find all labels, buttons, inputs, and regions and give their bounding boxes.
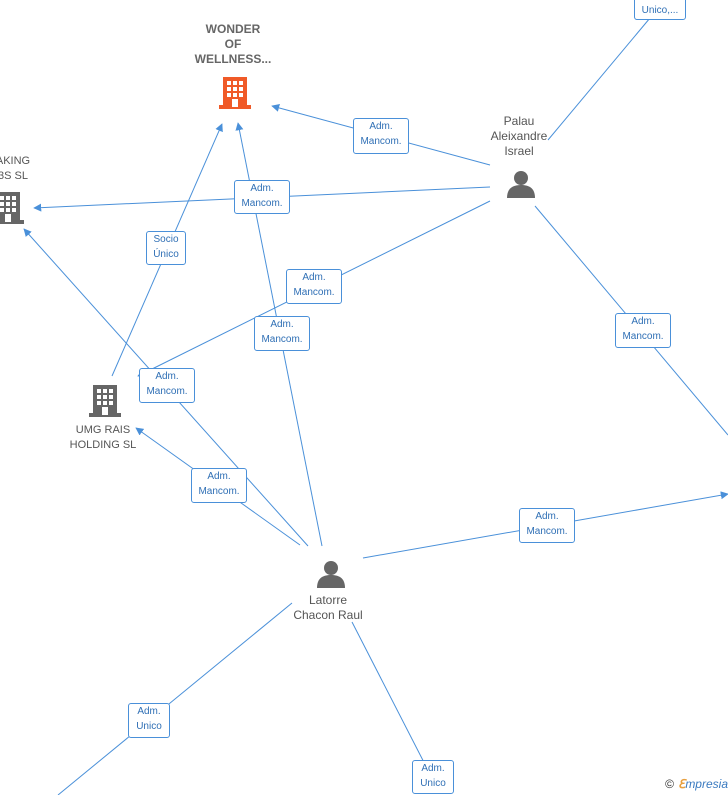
edge-label-line: Adm. xyxy=(631,316,655,327)
node-label-wonder[interactable]: WONDER OF WELLNESS... xyxy=(183,22,283,67)
person-icon-latorre[interactable] xyxy=(316,560,346,588)
node-line: UMG RAIS xyxy=(75,424,131,436)
edge-label-line: Adm. xyxy=(155,371,179,382)
edge-label-palau-baking[interactable]: Adm. Mancom. xyxy=(234,180,290,214)
edge-label-line: Adm. xyxy=(250,183,274,194)
edge-label-line: Adm. xyxy=(207,471,231,482)
edge-label-line: Unico xyxy=(420,778,446,789)
node-line: Latorre xyxy=(308,593,348,607)
edge-label-line: Único xyxy=(153,249,179,260)
node-line: Aleixandre xyxy=(490,129,548,143)
edge-label-palau-umg[interactable]: Adm. Mancom. xyxy=(286,269,342,304)
edge-label-line: Unico xyxy=(136,721,162,732)
edge-label-palau-right[interactable]: Adm. Mancom. xyxy=(615,313,671,348)
company-building-icon-umg[interactable] xyxy=(89,383,121,417)
edge-label-line: Mancom. xyxy=(622,331,664,342)
node-label-baking[interactable]: AKING 3S SL xyxy=(0,154,36,184)
company-building-icon-baking[interactable] xyxy=(0,190,24,224)
edge-label-line: Mancom. xyxy=(293,287,335,298)
node-line: AKING xyxy=(0,155,31,167)
edge-label-line: Mancom. xyxy=(241,198,283,209)
edge-label-line: Mancom. xyxy=(198,486,240,497)
edge-label-line: Mancom. xyxy=(526,526,568,537)
edge-label-line: Socio xyxy=(153,234,179,245)
edge-label-latorre-baking[interactable]: Adm. Mancom. xyxy=(139,368,195,403)
edge-label-line: Mancom. xyxy=(146,386,188,397)
node-line: Palau xyxy=(503,114,535,128)
node-label-palau[interactable]: Palau Aleixandre Israel xyxy=(469,114,569,159)
edge-latorre-bottomleft xyxy=(57,602,293,795)
edge-label-umg-wonder[interactable]: Socio Único xyxy=(146,231,186,265)
node-line: Chacon Raul xyxy=(293,608,363,622)
node-label-latorre[interactable]: Latorre Chacon Raul xyxy=(278,593,378,623)
edge-label-line: Adm. xyxy=(421,763,445,774)
edge-label-latorre-right[interactable]: Adm. Mancom. xyxy=(519,508,575,543)
edge-label-latorre-wonder[interactable]: Adm. Mancom. xyxy=(254,316,310,351)
node-label-umg[interactable]: UMG RAIS HOLDING SL xyxy=(53,423,153,453)
node-line: WELLNESS... xyxy=(194,52,272,66)
edge-palau-topright xyxy=(547,17,651,141)
copyright-symbol: © xyxy=(665,777,674,791)
edge-label-line: Unico,... xyxy=(641,5,679,16)
edge-label-latorre-bottom[interactable]: Adm. Unico xyxy=(412,760,454,794)
node-line: 3S SL xyxy=(0,170,28,182)
company-building-icon-wonder[interactable] xyxy=(219,75,251,109)
edge-label-line: Adm. xyxy=(369,121,393,132)
edge-label-line: Adm. xyxy=(137,706,161,717)
brand-text: mpresia xyxy=(685,777,728,791)
edge-label-line: Adm. xyxy=(270,319,294,330)
edge-label-line: Mancom. xyxy=(261,334,303,345)
edge-latorre-bottom xyxy=(351,621,433,779)
edge-label-latorre-umg[interactable]: Adm. Mancom. xyxy=(191,468,247,503)
edge-label-latorre-bottomleft[interactable]: Adm. Unico xyxy=(128,703,170,738)
edge-label-line: Adm. xyxy=(535,511,559,522)
empresia-logo: ©ℇmpresia xyxy=(665,777,728,791)
node-line: OF xyxy=(224,37,242,51)
edge-label-top-right[interactable]: Unico,... xyxy=(634,0,686,20)
edge-label-line: Mancom. xyxy=(360,136,402,147)
edge-label-palau-wonder[interactable]: Adm. Mancom. xyxy=(353,118,409,154)
node-line: Israel xyxy=(504,144,534,158)
brand-e: ℇ xyxy=(677,777,686,791)
node-line: WONDER xyxy=(205,22,261,36)
edge-label-line: Adm. xyxy=(302,272,326,283)
node-line: HOLDING SL xyxy=(69,439,137,451)
person-icon-palau[interactable] xyxy=(506,170,536,198)
